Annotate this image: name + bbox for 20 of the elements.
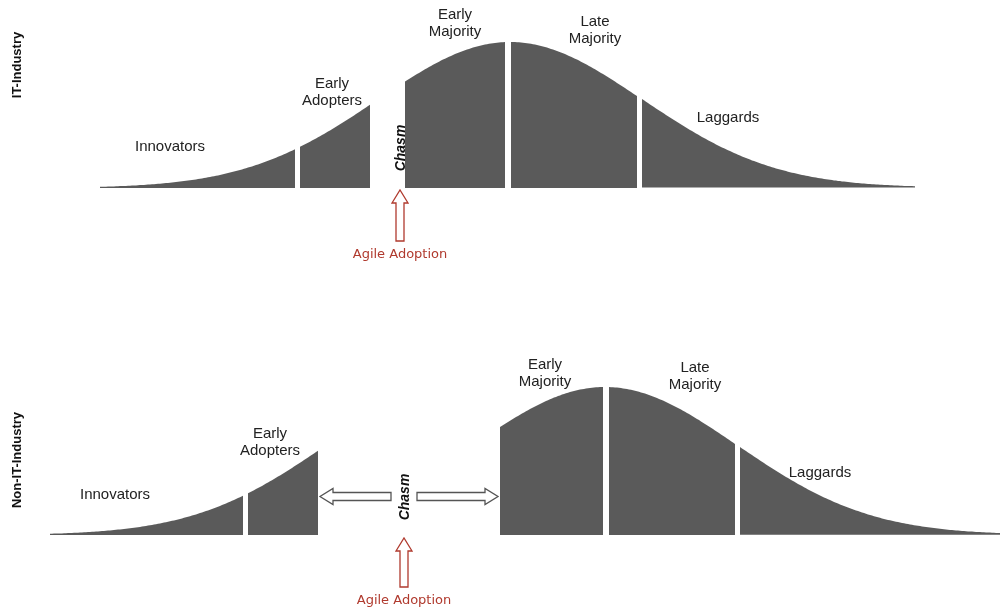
- segment-label: Innovators: [133, 137, 206, 154]
- chasm-label: Chasm: [396, 473, 412, 520]
- adoption-label: Agile Adoption: [351, 245, 449, 263]
- chasm-label: Chasm: [392, 124, 408, 171]
- industry-label: Non-IT-Industry: [8, 412, 24, 508]
- segment-label: Late Majority: [567, 12, 623, 46]
- adoption-label: Agile Adoption: [355, 591, 453, 609]
- hollow-arrow: [390, 188, 410, 242]
- segment-label: Laggards: [695, 108, 761, 125]
- hollow-arrow: [394, 536, 414, 588]
- hollow-arrow: [318, 487, 392, 506]
- segment-label: Early Adopters: [238, 424, 301, 458]
- segment-label: Early Majority: [517, 355, 573, 389]
- hollow-arrow: [416, 487, 500, 506]
- segment-label: Innovators: [78, 485, 151, 502]
- segment-label: Early Majority: [427, 5, 483, 39]
- industry-label: IT-Industry: [8, 31, 24, 99]
- segment-label: Late Majority: [667, 358, 723, 392]
- segment-label: Early Adopters: [300, 74, 363, 108]
- segment-label: Laggards: [787, 463, 853, 480]
